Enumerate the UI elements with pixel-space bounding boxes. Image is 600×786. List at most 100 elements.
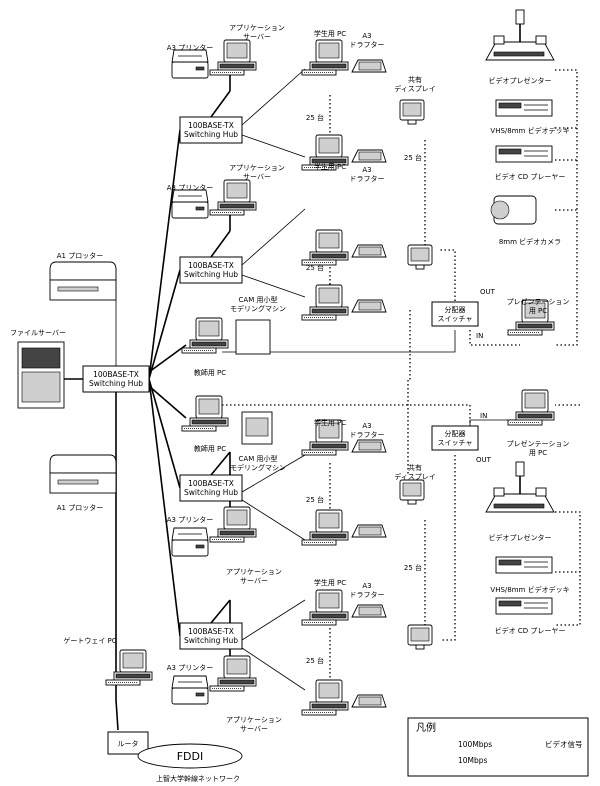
file-server-panel-icon: [21, 347, 61, 369]
shared-display-icon: [399, 479, 425, 505]
switching-hub-4: [179, 622, 243, 650]
legend-video-label: ビデオ信号: [545, 739, 583, 749]
plotter-label: A1 プロッター: [57, 503, 103, 512]
vhs-deck-icon: [495, 556, 553, 574]
printer-icon: [171, 49, 209, 79]
student-pc-icon: [301, 229, 349, 266]
app-server-label: アプリケーションサーバー: [226, 716, 282, 733]
teacher-pc-label: 教師用 PC: [194, 444, 226, 453]
video-cd-player-icon: [495, 597, 553, 615]
switching-hub-1: [179, 116, 243, 144]
connection-line: [148, 385, 187, 419]
a3-printer-label: A3 プリンター: [167, 663, 213, 672]
video-signal-line: [440, 249, 456, 305]
out-label: OUT: [480, 288, 496, 296]
app-server-label: アプリケーションサーバー: [229, 24, 285, 41]
file-server-label: ファイルサーバー: [10, 329, 66, 337]
video-signal-line: [407, 310, 411, 475]
count-label: 25 台: [306, 113, 324, 122]
legend-10-label: 10Mbps: [458, 756, 488, 765]
connection-line: [210, 599, 231, 624]
presentation-pc-label: プレゼンテーション用 PC: [507, 297, 570, 315]
uplink-line: [148, 269, 181, 380]
a3-printer-label: A3 プリンター: [167, 43, 213, 52]
connection-line: [241, 647, 306, 691]
student-pc-icon: [301, 284, 349, 321]
server-icon: [209, 655, 257, 692]
shared-display-label: 共有ディスプレイ: [394, 75, 436, 93]
a3-printer-label: A3 プリンター: [167, 183, 213, 192]
video-presenter-icon: [485, 9, 555, 61]
student-pc-label: 学生用 PC: [314, 29, 346, 38]
shared-display-icon: [407, 244, 433, 270]
out-label: OUT: [476, 456, 492, 464]
video-presenter-label: ビデオプレゼンター: [489, 533, 552, 542]
teacher-pc-icon: [181, 395, 229, 432]
presentation-pc-icon: [507, 389, 555, 426]
fddi-label: FDDI: [177, 750, 204, 763]
a3-printer-label: A3 プリンター: [167, 515, 213, 524]
camera-label: 8mm ビデオカメラ: [499, 237, 561, 246]
student-pc-label: 学生用 PC: [314, 418, 346, 427]
student-pc-icon: [301, 589, 349, 626]
plotter-icon: [49, 454, 117, 494]
video-signal-line: [555, 69, 578, 346]
count-label: 25 台: [404, 563, 422, 572]
video-presenter-label: ビデオプレゼンター: [489, 76, 552, 85]
splitter-box-2: [431, 425, 479, 451]
legend-100-label: 100Mbps: [458, 740, 492, 749]
server-icon: [209, 506, 257, 543]
video-cd-player-icon: [495, 145, 553, 163]
camera-lens-icon: [490, 200, 510, 220]
fddi-ring: [137, 743, 243, 769]
video-signal-line: [222, 330, 456, 353]
drafter-icon: [351, 694, 387, 708]
drafter-icon: [351, 439, 387, 453]
legend-box: [407, 717, 589, 777]
cam-machine-icon: [235, 319, 271, 355]
cam-machine-window-icon: [245, 417, 269, 437]
connection-line: [241, 134, 306, 158]
connection-line: [210, 451, 231, 476]
uplink-line: [148, 129, 181, 380]
printer-icon: [171, 527, 209, 557]
drafter-icon: [351, 59, 387, 73]
connection-line: [210, 90, 231, 118]
printer-icon: [171, 189, 209, 219]
connection-line: [148, 344, 187, 373]
presentation-pc-label: プレゼンテーション用 PC: [507, 439, 570, 457]
drafter-icon: [351, 604, 387, 618]
vhs-deck-label: VHS/8mm ビデオデッキ: [490, 585, 569, 594]
student-pc-label: 学生用 PC: [314, 162, 346, 171]
connection-line: [115, 699, 119, 731]
server-icon: [209, 179, 257, 216]
uplink-line: [148, 378, 181, 637]
connection-line: [241, 499, 306, 541]
count-label: 25 台: [306, 263, 324, 272]
connection-line: [241, 274, 306, 298]
teacher-pc-icon: [181, 317, 229, 354]
server-icon: [209, 39, 257, 76]
plotter-label: A1 プロッター: [57, 251, 103, 260]
legend-title: 凡例: [416, 721, 436, 734]
drafter-icon: [351, 149, 387, 163]
splitter-box-1: [431, 301, 479, 327]
student-pc-icon: [301, 39, 349, 76]
switching-hub-2: [179, 256, 243, 284]
drafter-icon: [351, 244, 387, 258]
switching-hub-3: [179, 474, 243, 502]
drafter-icon: [351, 299, 387, 313]
backbone-label: 上智大学幹線ネットワーク: [156, 774, 240, 783]
file-server-drives-icon: [21, 371, 61, 403]
shared-display-label: 共有ディスプレイ: [394, 463, 436, 481]
connection-line: [241, 208, 306, 266]
shared-display-icon: [407, 624, 433, 650]
in-label: IN: [480, 412, 487, 420]
video-cd-player-label: ビデオ CD プレーヤー: [495, 172, 566, 181]
